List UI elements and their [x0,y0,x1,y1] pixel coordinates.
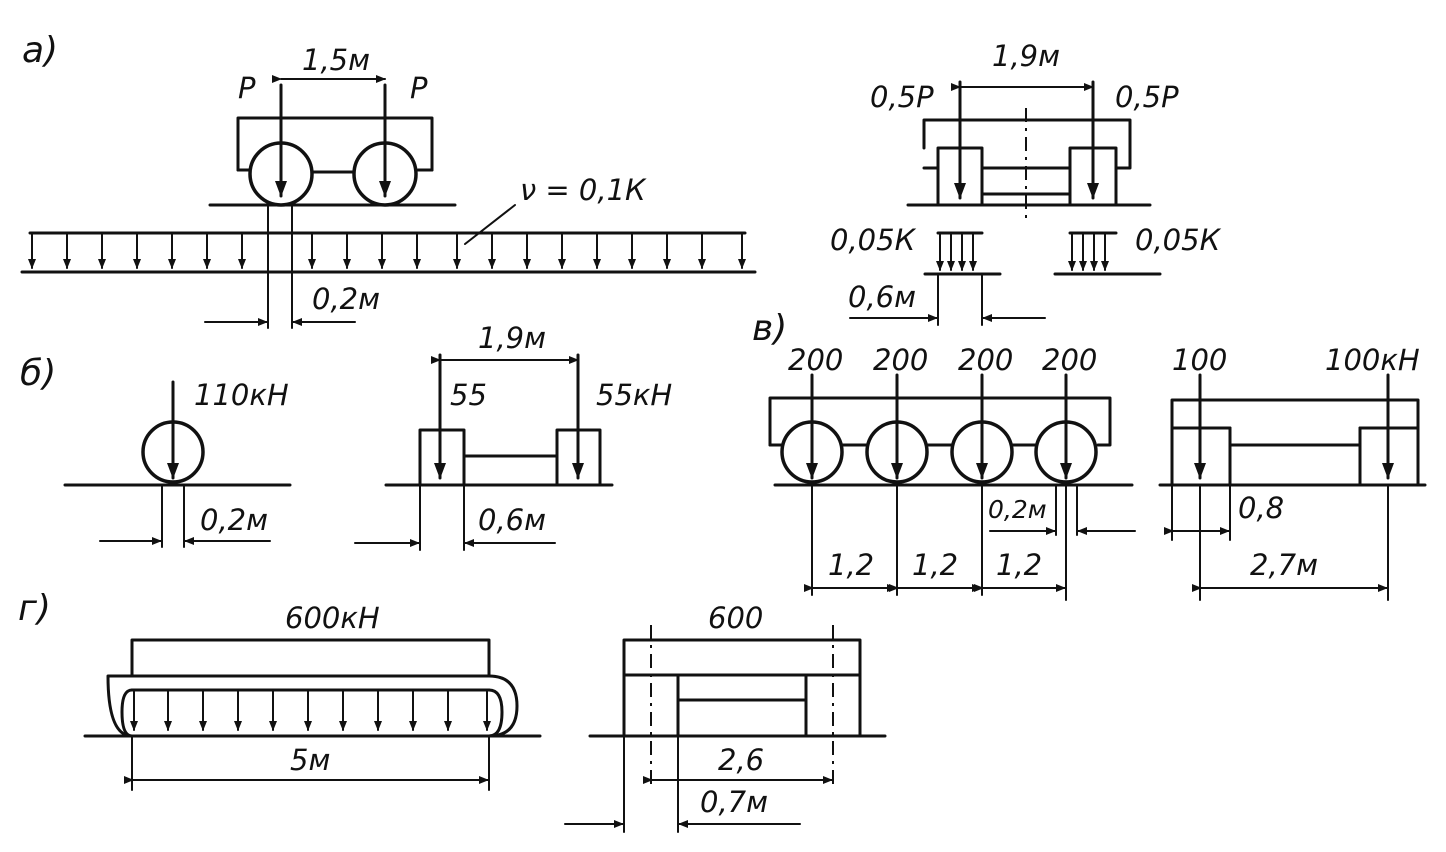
contact-width-label: 0,2м [312,282,380,316]
track-left [418,428,466,487]
track-width-label: 0,6м [478,503,546,537]
track-load-right: 0,05К [1135,223,1222,257]
axle-spacing-label: 1,2 [912,548,958,582]
track-width-label: 0,7м [700,785,768,819]
panel-a-wheeled: а) P P 1,5м [20,30,757,329]
axle-load-label: 200 [873,343,928,377]
axle-spacing-label: 1,2 [828,548,874,582]
load-label-right: 100кН [1325,343,1420,377]
load-label-left: P [238,71,256,105]
crawler-load-right: 0,5Р [1115,80,1179,114]
axle-spacing-label: 1,2 [996,548,1042,582]
axle-load-label: 200 [788,343,843,377]
contact-width-label: 0,2м [988,495,1047,524]
axle-spacing-label: 1,5м [302,43,370,77]
crawler-track [106,674,519,738]
track-width-label: 0,8 [1238,491,1284,525]
contact-width-label: 0,2м [200,503,268,537]
crawler-spacing-label: 1,9м [992,39,1060,73]
spacing-label: 2,7м [1250,548,1318,582]
panel-g-label: г) [18,588,51,629]
load-label-right: P [410,71,428,105]
load-label-left: 55 [450,378,487,412]
leader-line [464,204,516,245]
spacing-label: 1,9м [478,321,546,355]
load-label-right: 55кН [596,378,672,412]
spacing-label: 2,6 [718,743,764,777]
panel-v: в) 200 200 200 200 0,2м 1,2 1,2 1,2 [752,308,1427,601]
load-side-label: 600 [708,601,763,635]
panel-g: г) 600кН 5м 600 [18,588,887,833]
track-load-arrows [130,689,491,731]
track-load-left: 0,05К [830,223,917,257]
crawler-load-left: 0,5Р [870,80,934,114]
crawler-body [130,638,491,678]
crawler-body [922,118,1132,170]
axle-load-label: 200 [1042,343,1097,377]
panel-b: б) 110кН 0,2м 1,9м 55 55кН 0,6м [20,321,672,551]
axle-load-label: 200 [958,343,1013,377]
crawler-body [1170,398,1420,487]
crawler-body [622,638,862,677]
track-load-arrows [936,232,1109,271]
panel-v-label: в) [752,308,787,349]
panel-a-crawler: 1,9м 0,5Р 0,5Р 0,05К 0,05К 0,6м [830,39,1222,326]
distributed-load-arrows [28,232,746,269]
vehicle-body [768,396,1112,447]
panel-a-label: а) [22,30,58,71]
track-width-label: 0,6м [848,280,916,314]
load-label-left: 100 [1172,343,1227,377]
vehicle-body [236,116,434,172]
track-length-label: 5м [290,743,330,777]
single-load-label: 110кН [194,378,289,412]
panel-b-label: б) [20,353,56,394]
distributed-load-label: ν = 0,1К [520,173,647,207]
crawler-load-label: 600кН [285,601,380,635]
